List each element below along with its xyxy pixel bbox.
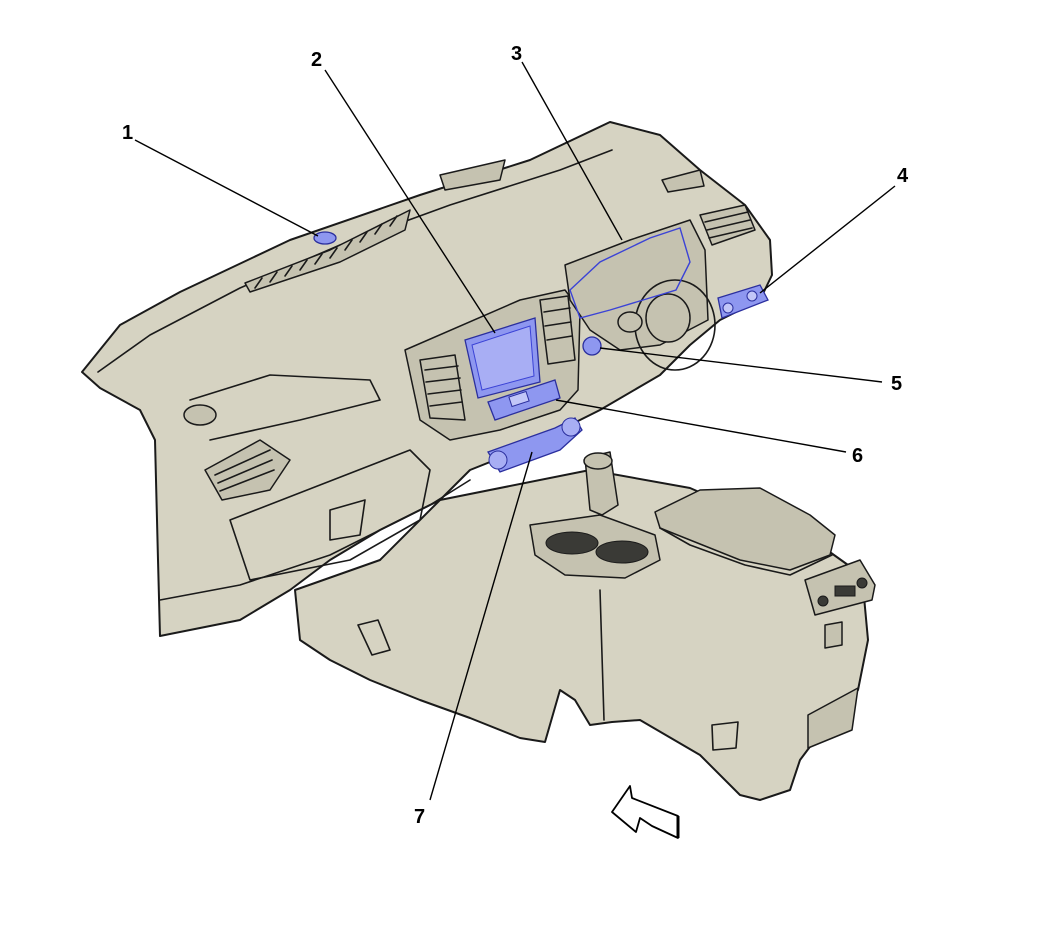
callout-label-2: 2: [311, 49, 322, 71]
leader-lines: [134, 61, 896, 801]
center-console: [294, 451, 876, 839]
leader-line-1: [134, 139, 319, 237]
component-1-sunload-sensor: [313, 231, 337, 245]
component-2-display-screen: [464, 317, 541, 399]
component-3-instrument-cluster: [569, 227, 691, 319]
leader-line-7: [429, 451, 533, 801]
component-5-start-button: [582, 336, 602, 356]
component-7-climate-controls: [487, 417, 583, 473]
callout-label-5: 5: [891, 373, 902, 395]
view-direction-arrow-icon: [611, 785, 680, 839]
callout-label-7: 7: [414, 806, 425, 828]
component-6-radio-controls: [487, 379, 561, 421]
callout-label-3: 3: [511, 43, 522, 65]
leader-line-3: [521, 61, 623, 241]
callout-label-4: 4: [897, 165, 909, 187]
component-4-headlamp-switch: [717, 284, 769, 319]
leader-line-2: [324, 69, 496, 334]
leader-line-4: [759, 185, 896, 294]
callout-label-1: 1: [122, 122, 133, 144]
leader-line-6: [555, 399, 847, 453]
leader-line-5: [599, 347, 883, 383]
callout-label-6: 6: [852, 445, 863, 467]
callout-labels: 1 2 3 4 5 6 7: [122, 43, 909, 828]
